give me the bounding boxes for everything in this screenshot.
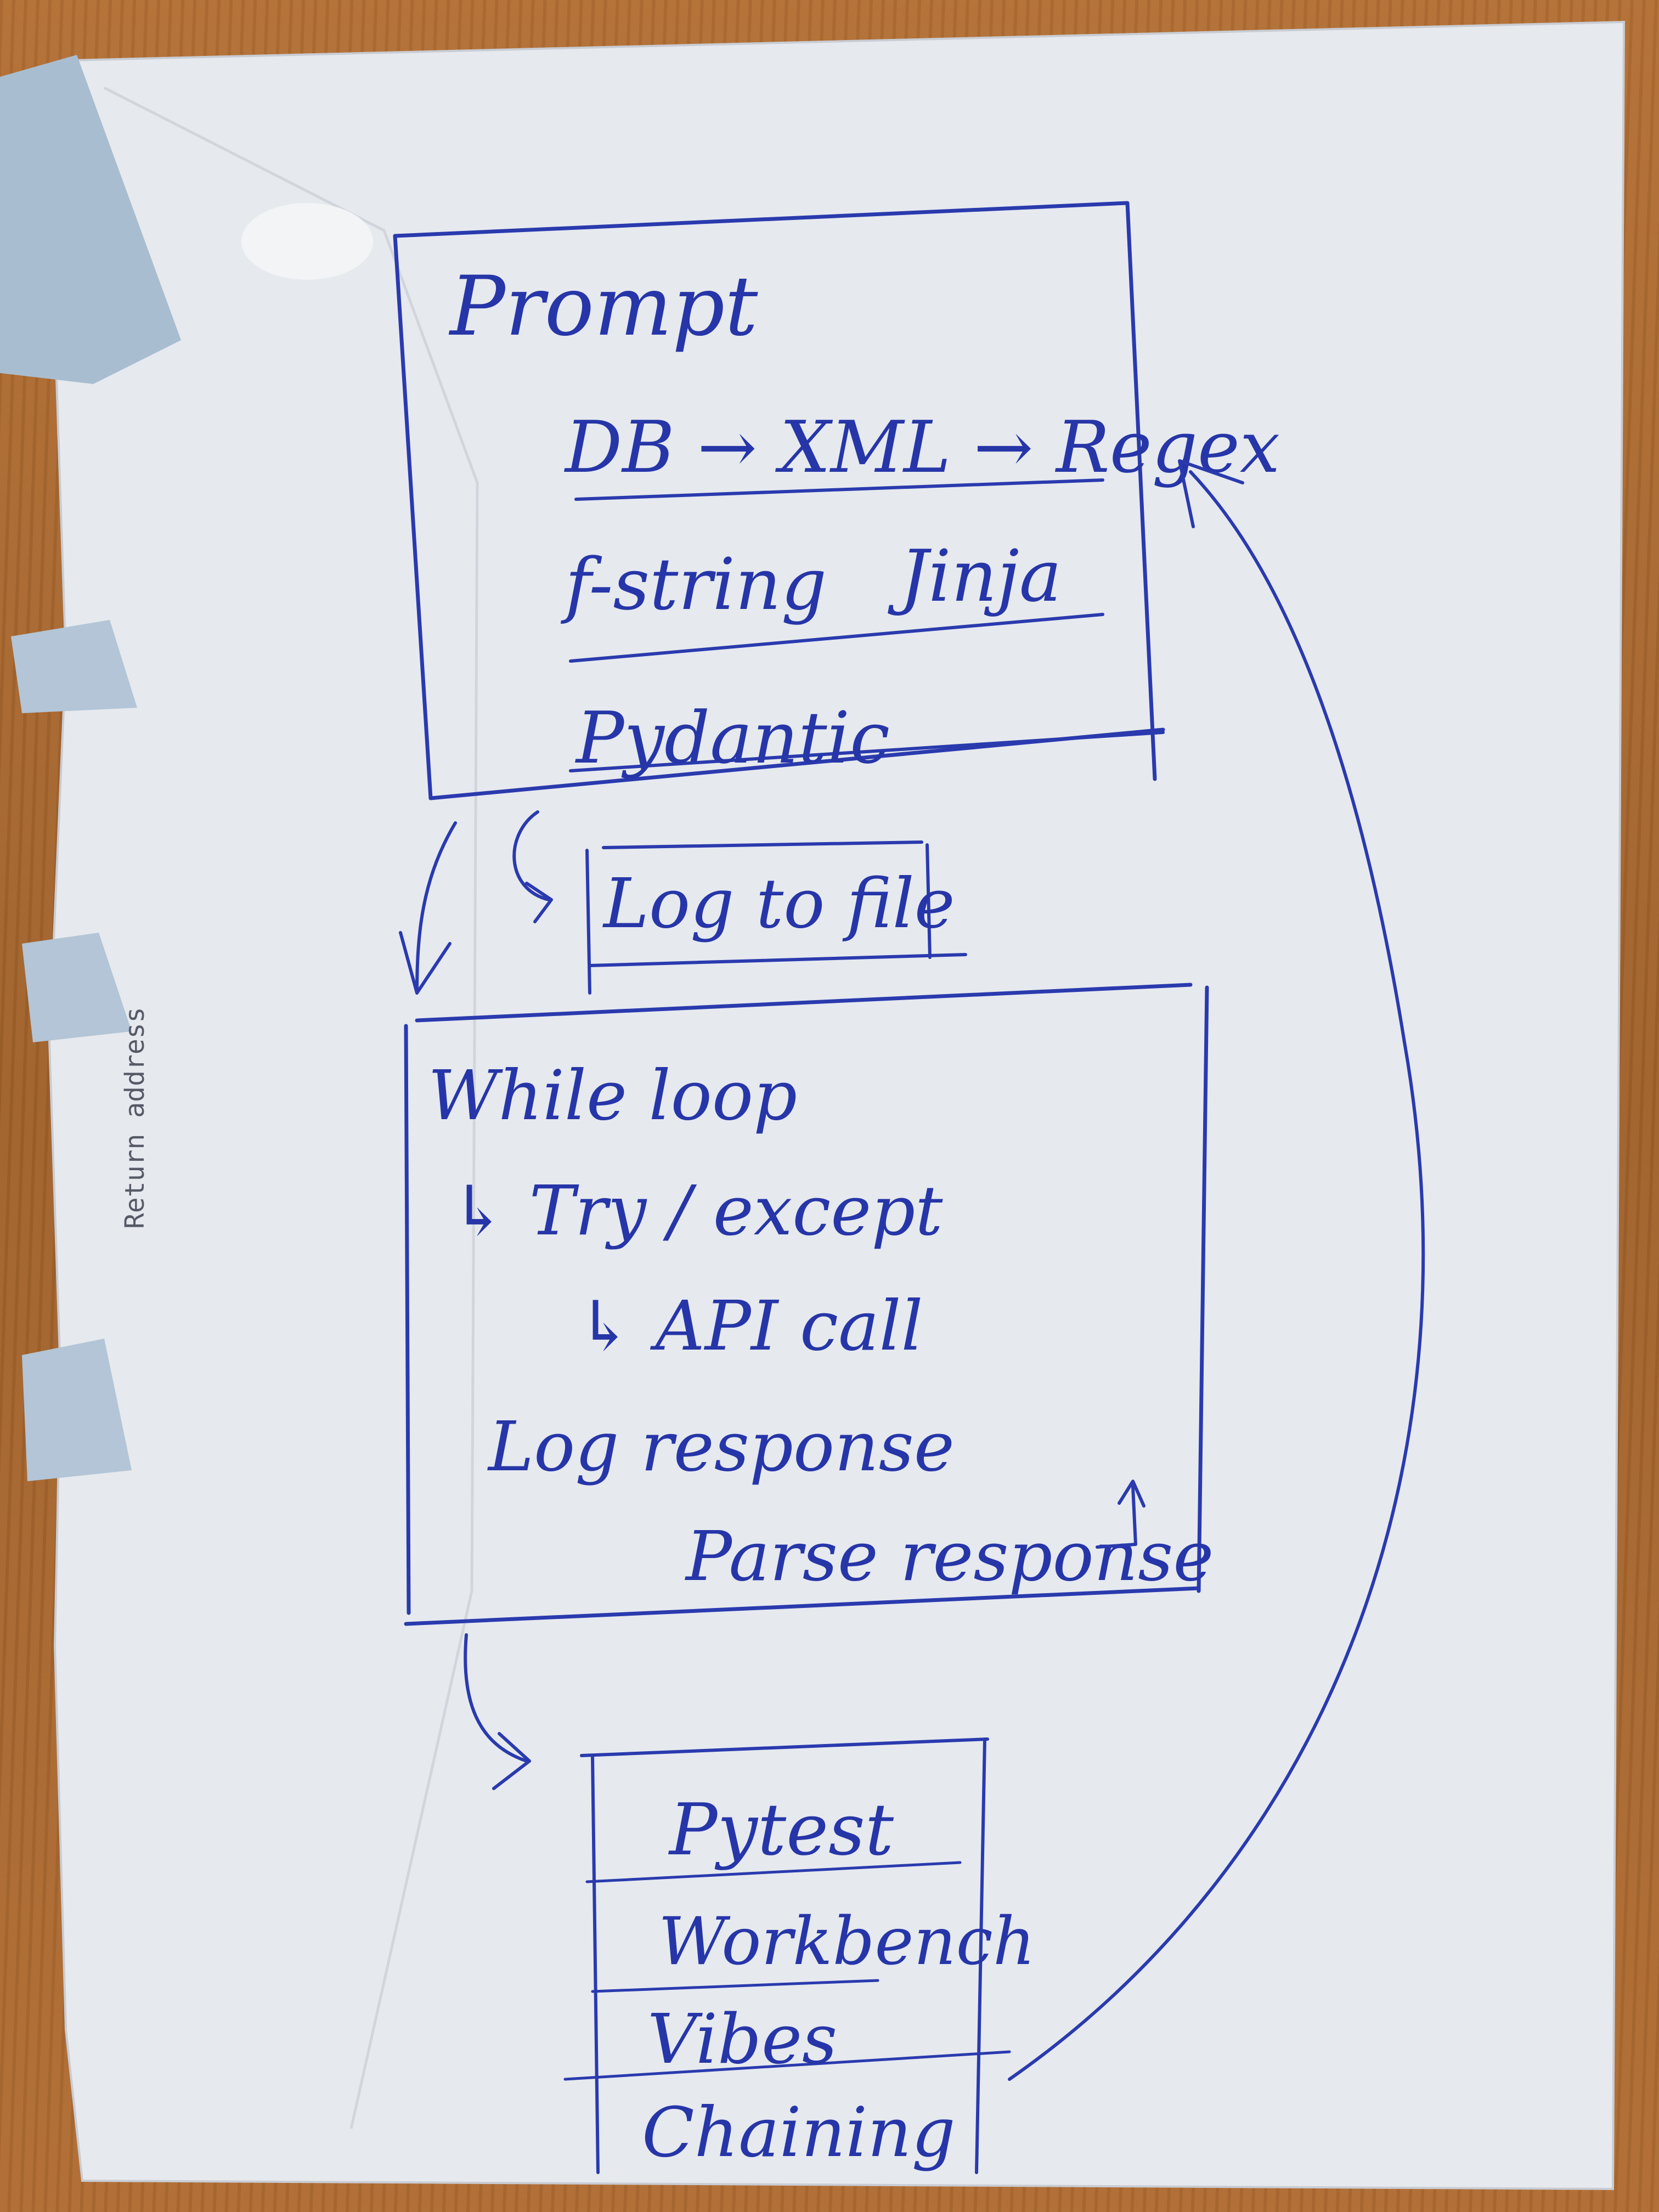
prompt-title: Prompt bbox=[448, 259, 758, 354]
down-arrow-prompt-to-loop bbox=[399, 821, 457, 995]
while-loop-box bbox=[404, 983, 1209, 1626]
tape-patches bbox=[0, 55, 181, 1481]
test-row-workbench: Workbench bbox=[658, 1904, 1035, 1980]
return-address-label: Return address bbox=[120, 1007, 150, 1229]
loop-line-try-except: ↳ Try / except bbox=[450, 1171, 943, 1251]
prompt-row-fstring: f-string bbox=[561, 543, 827, 626]
log-to-file-box bbox=[585, 840, 967, 995]
prompt-box bbox=[393, 201, 1165, 800]
envelope-paper bbox=[48, 20, 1626, 2191]
loop-back-arrow-icon bbox=[1096, 1480, 1146, 1549]
envelope-flap-line bbox=[103, 86, 479, 2129]
prompt-row-jinja: Jinja bbox=[888, 534, 1062, 618]
test-row-pytest: Pytest bbox=[668, 1788, 894, 1871]
feedback-arrow-tests-to-prompt bbox=[1008, 459, 1425, 2081]
torn-paper-patch bbox=[241, 203, 373, 280]
test-row-vibes: Vibes bbox=[647, 2000, 837, 2079]
down-arrow-loop-to-tests bbox=[464, 1633, 531, 1790]
loop-line-api-call: ↳ API call bbox=[576, 1286, 923, 1366]
loop-line-while: While loop bbox=[428, 1056, 797, 1136]
loop-line-log-response: Log response bbox=[487, 1407, 955, 1487]
branch-arrow-to-log bbox=[512, 810, 553, 923]
log-to-file-label: Log to file bbox=[602, 864, 955, 944]
test-row-chaining: Chaining bbox=[642, 2093, 956, 2172]
prompt-row-pydantic: Pydantic bbox=[575, 696, 890, 780]
prompt-row-db-xml-regex: DB → XML → Regex bbox=[564, 405, 1280, 489]
test-box bbox=[563, 1737, 1011, 2174]
loop-line-parse-response: Parse response bbox=[685, 1517, 1214, 1596]
